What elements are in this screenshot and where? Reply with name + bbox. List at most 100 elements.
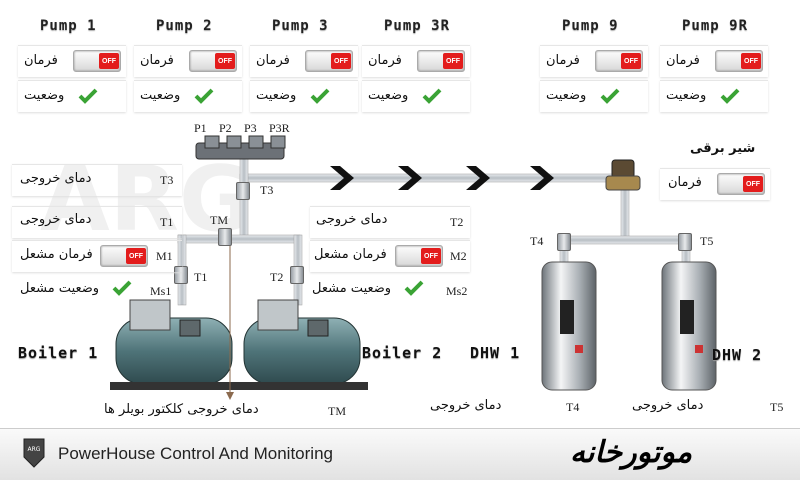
pump-toggle[interactable]: OFF bbox=[715, 50, 763, 72]
tag-t2: T2 bbox=[270, 270, 284, 284]
valve-title: شیر برقی bbox=[690, 141, 756, 156]
dhw1-temp-tag: T4 bbox=[566, 400, 580, 414]
app-title: PowerHouse Control And Monitoring bbox=[58, 444, 333, 463]
checkmark-icon bbox=[310, 88, 330, 104]
sensor-tm-icon bbox=[218, 228, 232, 246]
piping-diagram bbox=[110, 135, 717, 400]
boiler-2-label: Boiler 2 bbox=[362, 344, 443, 362]
flow-arrow-icon bbox=[330, 166, 554, 190]
m1-label: فرمان مشعل bbox=[20, 247, 93, 262]
pump-status-label: وضعیت bbox=[666, 88, 707, 103]
off-indicator: OFF bbox=[99, 53, 119, 69]
pump-title: Pump 3 bbox=[272, 18, 329, 34]
pump-title: Pump 9R bbox=[682, 18, 749, 34]
m2-card bbox=[310, 240, 470, 272]
pump-toggle[interactable]: OFF bbox=[305, 50, 353, 72]
dhw2-temp-label: دمای خروجی bbox=[632, 398, 704, 413]
pump-status-label: وضعیت bbox=[368, 88, 409, 103]
t1-card bbox=[12, 206, 182, 238]
pump-title: Pump 3R bbox=[384, 18, 451, 34]
sensor-t2-icon bbox=[290, 266, 304, 284]
off-indicator: OFF bbox=[741, 53, 761, 69]
checkmark-icon bbox=[404, 280, 424, 296]
sensor-t5-icon bbox=[678, 233, 692, 251]
manifold-label-p2: P2 bbox=[219, 121, 232, 135]
pump-status-label: وضعیت bbox=[24, 88, 65, 103]
m1-card bbox=[12, 240, 182, 272]
off-indicator: OFF bbox=[215, 53, 235, 69]
t3-tag: T3 bbox=[160, 173, 174, 187]
t2-label: دمای خروجی bbox=[316, 212, 388, 227]
m2-toggle[interactable]: OFF bbox=[395, 245, 443, 267]
pump-status-label: وضعیت bbox=[140, 88, 181, 103]
tag-tm: TM bbox=[210, 213, 228, 227]
pump-status-label: وضعیت bbox=[256, 88, 297, 103]
pump-status-card bbox=[18, 80, 126, 112]
valve-card bbox=[660, 168, 770, 200]
ms2-label: وضعیت مشعل bbox=[312, 281, 392, 296]
m2-label: فرمان مشعل bbox=[314, 247, 387, 262]
t3-card bbox=[12, 164, 182, 196]
pump-toggle[interactable]: OFF bbox=[595, 50, 643, 72]
ms1-tag: Ms1 bbox=[150, 284, 172, 298]
off-indicator: OFF bbox=[421, 248, 441, 264]
pump-command-label: فرمان bbox=[666, 53, 700, 68]
manifold-label-p1: P1 bbox=[194, 121, 207, 135]
t1-label: دمای خروجی bbox=[20, 212, 92, 227]
tag-t3: T3 bbox=[260, 183, 274, 197]
logo-text: ARG bbox=[28, 446, 41, 453]
dhw-1-label: DHW 1 bbox=[470, 344, 521, 362]
pump-status-label: وضعیت bbox=[546, 88, 587, 103]
off-indicator: OFF bbox=[743, 176, 763, 192]
pump-manifold-icon bbox=[195, 135, 286, 160]
checkmark-icon bbox=[194, 88, 214, 104]
solenoid-valve-icon bbox=[605, 159, 641, 191]
pump-command-card bbox=[660, 45, 768, 77]
pump-title: Pump 1 bbox=[40, 18, 97, 34]
off-indicator: OFF bbox=[331, 53, 351, 69]
pump-command-card bbox=[18, 45, 126, 77]
checkmark-icon bbox=[600, 88, 620, 104]
brand-title: موتورخانه bbox=[570, 435, 693, 470]
pump-status-card bbox=[250, 80, 358, 112]
pump-title: Pump 9 bbox=[562, 18, 619, 34]
m2-tag: M2 bbox=[450, 249, 467, 263]
sensor-t3-icon bbox=[236, 182, 250, 200]
pump-toggle[interactable]: OFF bbox=[189, 50, 237, 72]
tag-t1: T1 bbox=[194, 270, 208, 284]
m1-toggle[interactable]: OFF bbox=[100, 245, 148, 267]
checkmark-icon bbox=[112, 280, 132, 296]
pump-command-card bbox=[250, 45, 358, 77]
pump-command-label: فرمان bbox=[546, 53, 580, 68]
pump-command-card bbox=[134, 45, 242, 77]
t2-card bbox=[310, 206, 470, 238]
dhw1-temp-label: دمای خروجی bbox=[430, 398, 502, 413]
checkmark-icon bbox=[422, 88, 442, 104]
pump-command-label: فرمان bbox=[368, 53, 402, 68]
pump-command-label: فرمان bbox=[24, 53, 58, 68]
dhw-tank-2-icon bbox=[661, 261, 717, 391]
tag-t5: T5 bbox=[700, 234, 714, 248]
m1-tag: M1 bbox=[156, 249, 173, 263]
ms2-tag: Ms2 bbox=[446, 284, 468, 298]
valve-command-label: فرمان bbox=[668, 175, 702, 190]
arg-logo-icon: ARG bbox=[23, 438, 45, 468]
t1-tag: T1 bbox=[160, 215, 174, 229]
manifold-label-p3r: P3R bbox=[269, 121, 290, 135]
manifold-label-p3: P3 bbox=[244, 121, 257, 135]
checkmark-icon bbox=[720, 88, 740, 104]
pump-toggle[interactable]: OFF bbox=[73, 50, 121, 72]
pump-command-card bbox=[540, 45, 648, 77]
boiler-2-icon bbox=[238, 299, 368, 390]
valve-toggle[interactable]: OFF bbox=[717, 173, 765, 195]
pump-toggle[interactable]: OFF bbox=[417, 50, 465, 72]
off-indicator: OFF bbox=[621, 53, 641, 69]
boiler-1-label: Boiler 1 bbox=[18, 344, 99, 362]
dhw-tank-1-icon bbox=[541, 261, 597, 391]
boiler-1-icon bbox=[110, 299, 240, 390]
collector-temp-label: دمای خروجی کلکتور بویلر ها bbox=[104, 402, 259, 417]
tag-t4: T4 bbox=[530, 234, 544, 248]
t2-tag: T2 bbox=[450, 215, 464, 229]
sensor-t4-icon bbox=[557, 233, 571, 251]
checkmark-icon bbox=[78, 88, 98, 104]
